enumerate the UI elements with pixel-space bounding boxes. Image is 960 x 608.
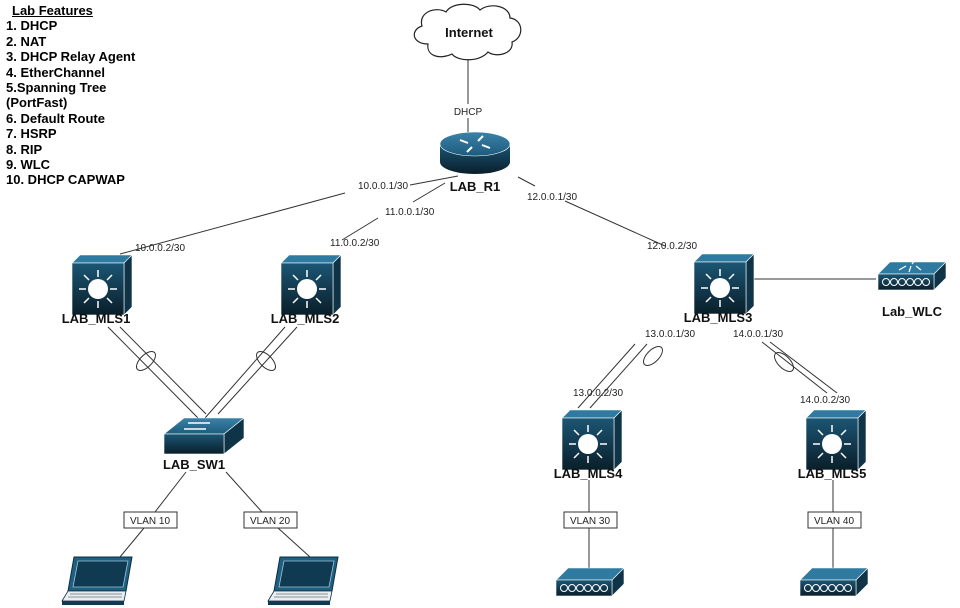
- feature-item: 4. EtherChannel: [6, 64, 105, 80]
- switch-lab-mls2[interactable]: LAB_MLS2: [271, 254, 342, 326]
- etherchannel-mls2-sw1-a: [204, 326, 286, 419]
- device-label: LAB_SW1: [163, 457, 225, 472]
- etherchannel-bundle-icon: [256, 351, 276, 371]
- vlan-40-label-box: VLAN 40: [807, 511, 862, 529]
- etherchannel-mls3-mls4-b: [589, 343, 648, 409]
- multilayer-switch-icon: [561, 409, 623, 471]
- etherchannel-mls1-sw1-b: [119, 326, 207, 415]
- vlan-30-label-box: VLAN 30: [563, 511, 618, 529]
- etherchannel-bundle-icon: [774, 352, 794, 372]
- device-label: LAB_MLS4: [554, 466, 623, 481]
- feature-item: (PortFast): [6, 95, 68, 111]
- wlc-lab-wlc[interactable]: Lab_WLC: [877, 258, 947, 319]
- multilayer-switch-icon: [693, 253, 755, 315]
- internet-cloud[interactable]: Internet: [413, 3, 522, 61]
- ip-label: 10.0.0.1/30: [358, 181, 408, 192]
- ip-label: 13.0.0.1/30: [645, 329, 695, 340]
- device-label: Lab_WLC: [882, 304, 943, 319]
- etherchannel-bundle-icon: [136, 351, 156, 371]
- access-point-icon[interactable]: [799, 567, 869, 597]
- ip-label: 10.0.0.2/30: [135, 243, 185, 254]
- switch-lab-mls4[interactable]: LAB_MLS4: [554, 409, 623, 481]
- device-label: LAB_MLS1: [62, 311, 131, 326]
- link-r1-mls1-b: [119, 192, 346, 255]
- link-r1-mls3-a: [517, 176, 536, 187]
- dhcp-label: DHCP: [454, 107, 483, 118]
- link-sw1-vlan10: [154, 471, 187, 513]
- feature-item: 7. HSRP: [6, 126, 57, 142]
- etherchannel-mls3-mls5-b: [769, 341, 838, 394]
- feature-item: 2. NAT: [6, 33, 47, 49]
- link-r1-mls2-b: [341, 217, 379, 241]
- cloud-icon: [413, 3, 522, 61]
- vlan-10-label-box: VLAN 10: [123, 511, 178, 529]
- switch-lab-mls1[interactable]: LAB_MLS1: [62, 254, 133, 326]
- multilayer-switch-icon: [280, 254, 342, 316]
- etherchannel-bundle-icon: [643, 346, 663, 366]
- ip-label: 11.0.0.1/30: [385, 207, 435, 218]
- feature-item: 9. WLC: [6, 157, 51, 173]
- device-label: LAB_MLS3: [684, 310, 753, 325]
- vlan-label: VLAN 10: [130, 516, 170, 527]
- link-vlan10-laptop: [119, 527, 145, 558]
- link-sw1-vlan20: [225, 471, 263, 513]
- ip-label: 11.0.0.2/30: [330, 238, 380, 249]
- link-r1-mls1-a: [409, 175, 459, 186]
- multilayer-switch-icon: [71, 254, 133, 316]
- vlan-label: VLAN 30: [570, 516, 610, 527]
- etherchannel-mls3-mls5-a: [761, 341, 828, 394]
- vlan-20-label-box: VLAN 20: [243, 511, 298, 529]
- router-label: LAB_R1: [450, 179, 501, 194]
- etherchannel-mls1-sw1-a: [107, 326, 199, 419]
- device-label: LAB_MLS2: [271, 311, 340, 326]
- lab-features-list: Lab Features 1. DHCP 2. NAT 3. DHCP Rela…: [6, 3, 135, 188]
- feature-item: 5.Spanning Tree: [6, 80, 107, 96]
- router-lab-r1[interactable]: LAB_R1: [439, 131, 511, 194]
- access-point-icon[interactable]: [555, 567, 625, 597]
- router-icon: [439, 131, 511, 174]
- ip-label: 13.0.0.2/30: [573, 388, 623, 399]
- ip-label: 14.0.0.1/30: [733, 329, 783, 340]
- feature-item: 8. RIP: [6, 141, 43, 157]
- laptop-icon[interactable]: [267, 556, 339, 606]
- multilayer-switch-icon: [805, 409, 867, 471]
- wireless-controller-icon: [877, 258, 947, 291]
- switch-lab-mls5[interactable]: LAB_MLS5: [798, 409, 867, 481]
- etherchannel-mls3-mls4-a: [577, 343, 636, 409]
- device-label: LAB_MLS5: [798, 466, 867, 481]
- etherchannel-mls2-sw1-b: [217, 326, 298, 415]
- feature-item: 3. DHCP Relay Agent: [6, 49, 136, 65]
- vlan-label: VLAN 40: [814, 516, 854, 527]
- internet-label: Internet: [445, 25, 493, 40]
- link-r1-mls3-b: [564, 200, 666, 247]
- switch-lab-mls3[interactable]: LAB_MLS3: [684, 253, 755, 325]
- vlan-label: VLAN 20: [250, 516, 290, 527]
- feature-item: 10. DHCP CAPWAP: [6, 172, 125, 188]
- switch-icon: [163, 417, 245, 455]
- lab-features-title: Lab Features: [12, 3, 93, 18]
- ip-label: 12.0.0.1/30: [527, 192, 577, 203]
- feature-item: 6. Default Route: [6, 110, 105, 126]
- ip-label: 14.0.0.2/30: [800, 395, 850, 406]
- link-r1-mls2-a: [412, 182, 446, 203]
- switch-lab-sw1[interactable]: LAB_SW1: [163, 417, 245, 472]
- feature-item: 1. DHCP: [6, 18, 58, 34]
- link-vlan20-laptop: [277, 527, 311, 558]
- ip-label: 12.0.0.2/30: [647, 241, 697, 252]
- laptop-icon[interactable]: [61, 556, 133, 606]
